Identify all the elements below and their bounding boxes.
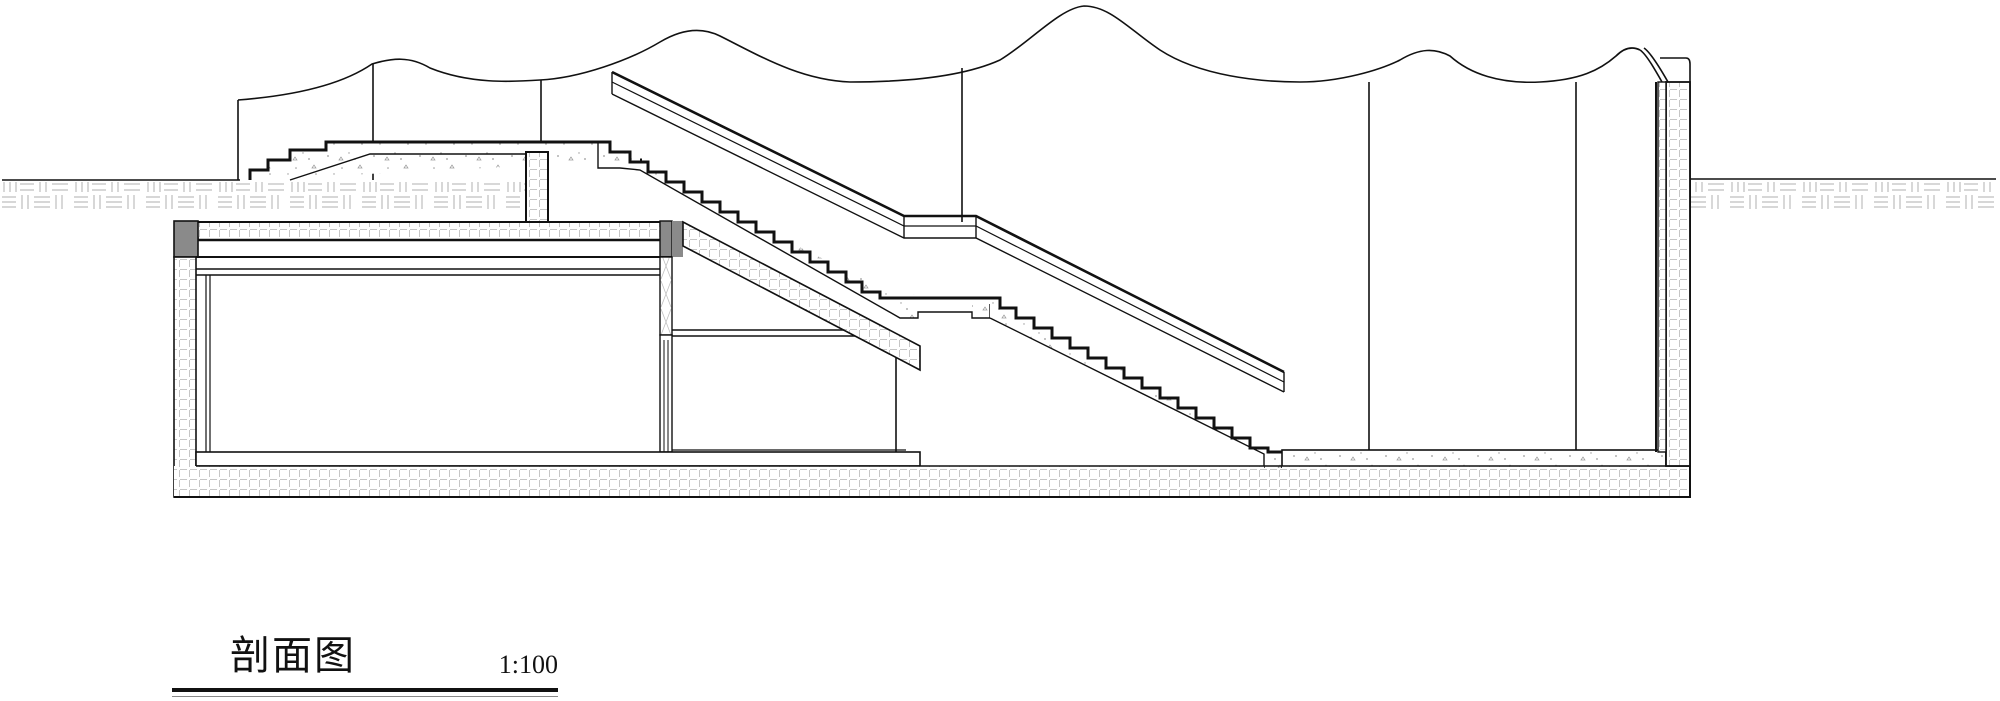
- basement-roof-slab: [194, 221, 673, 242]
- basement-beams: [196, 256, 672, 276]
- upper-stair-landing: [248, 140, 642, 181]
- corner-column-mid: [659, 220, 673, 258]
- basement-floor-slab: [195, 449, 921, 467]
- drawing-title-block: 剖面图 1:100: [172, 628, 558, 698]
- title-underline-thin: [172, 696, 558, 697]
- ground-left: [2, 179, 526, 210]
- stair-handrail-beam: [611, 70, 1285, 393]
- sloped-slab: [682, 220, 921, 372]
- left-retaining-wall: [173, 256, 197, 498]
- left-inner-pilaster: [205, 275, 211, 452]
- roof-canopy-curve: [237, 5, 1691, 452]
- mid-room-beam: [672, 329, 897, 452]
- right-retaining-wall: [1655, 81, 1691, 467]
- main-stair-upper-flight: [597, 140, 991, 319]
- central-column: [525, 151, 549, 223]
- title-underline-thick: [172, 688, 558, 692]
- corner-column-mid-2: [672, 221, 683, 257]
- drawing-scale: 1:100: [498, 650, 558, 679]
- corner-column-left: [173, 220, 199, 258]
- main-stair-lower-flight: [989, 296, 1282, 468]
- mid-column: [659, 256, 673, 453]
- drawing-title: 剖面图: [230, 633, 356, 679]
- ground-right: [1688, 178, 1996, 210]
